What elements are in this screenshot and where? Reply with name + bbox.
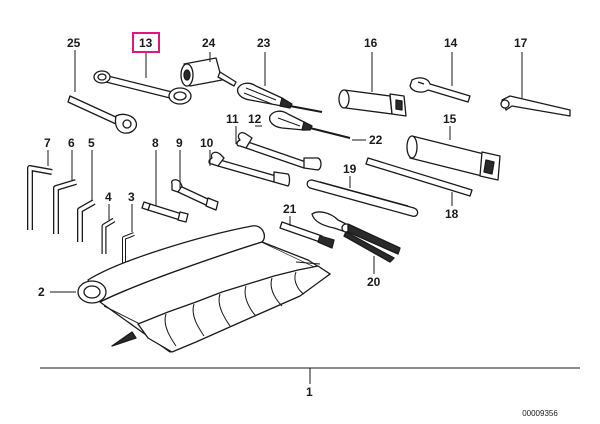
highlight-box-13 [132,32,160,53]
tool-9-open-end-wrench [170,179,219,211]
label-15[interactable]: 15 [443,112,457,126]
tool-18-tommy-bar [365,157,473,197]
label-3[interactable]: 3 [128,190,135,204]
tool-21-drift [279,221,335,249]
label-23[interactable]: 23 [257,36,271,50]
label-4[interactable]: 4 [105,190,112,204]
label-16[interactable]: 16 [364,36,378,50]
tool-6-hex-key [53,179,77,234]
label-8[interactable]: 8 [152,136,159,150]
label-7[interactable]: 7 [44,136,51,150]
label-24[interactable]: 24 [202,36,216,50]
tool-7-hex-key [27,165,53,230]
label-22[interactable]: 22 [369,133,383,147]
label-9[interactable]: 9 [176,136,183,150]
label-10[interactable]: 10 [200,136,214,150]
label-12[interactable]: 12 [248,112,262,126]
part-labels: 25 13 24 23 16 14 17 11 12 22 15 7 6 5 8… [38,36,528,399]
reference-code: 00009356 [522,409,558,418]
leader-lines [40,50,580,384]
tool-2-tool-roll [77,225,331,353]
tool-20-pliers [311,211,401,263]
label-17[interactable]: 17 [514,36,528,50]
tool-8-small-wrench [141,201,189,223]
tool-24-socket [180,57,237,87]
tool-25-combination-wrench [67,95,138,134]
label-5[interactable]: 5 [88,136,95,150]
tool-23-screwdriver [236,82,323,113]
label-11[interactable]: 11 [226,112,239,126]
tool-14-hook-wrench [409,77,471,103]
tool-17-hex-key [500,95,571,117]
label-19[interactable]: 19 [343,162,357,176]
tool-16-spark-plug-wrench [338,89,407,117]
label-14[interactable]: 14 [444,36,458,50]
tool-15-double-socket [406,135,501,181]
tool-3-hex-key [122,232,135,266]
label-25[interactable]: 25 [67,36,81,50]
label-21[interactable]: 21 [283,202,297,216]
tool-5-hex-key [77,199,96,242]
tool-4-hex-key [101,217,116,254]
label-6[interactable]: 6 [68,136,75,150]
tool-12-screwdriver [268,110,351,139]
label-20[interactable]: 20 [367,275,381,289]
tool-19-blade [306,179,419,217]
tool-10-open-end-wrench [208,151,291,187]
label-13[interactable]: 13 [139,36,153,50]
label-18[interactable]: 18 [445,207,459,221]
label-2[interactable]: 2 [38,285,45,299]
label-1[interactable]: 1 [306,385,313,399]
tool-13-ring-wrench [93,70,192,105]
tool-11-open-end-wrench [236,132,322,171]
